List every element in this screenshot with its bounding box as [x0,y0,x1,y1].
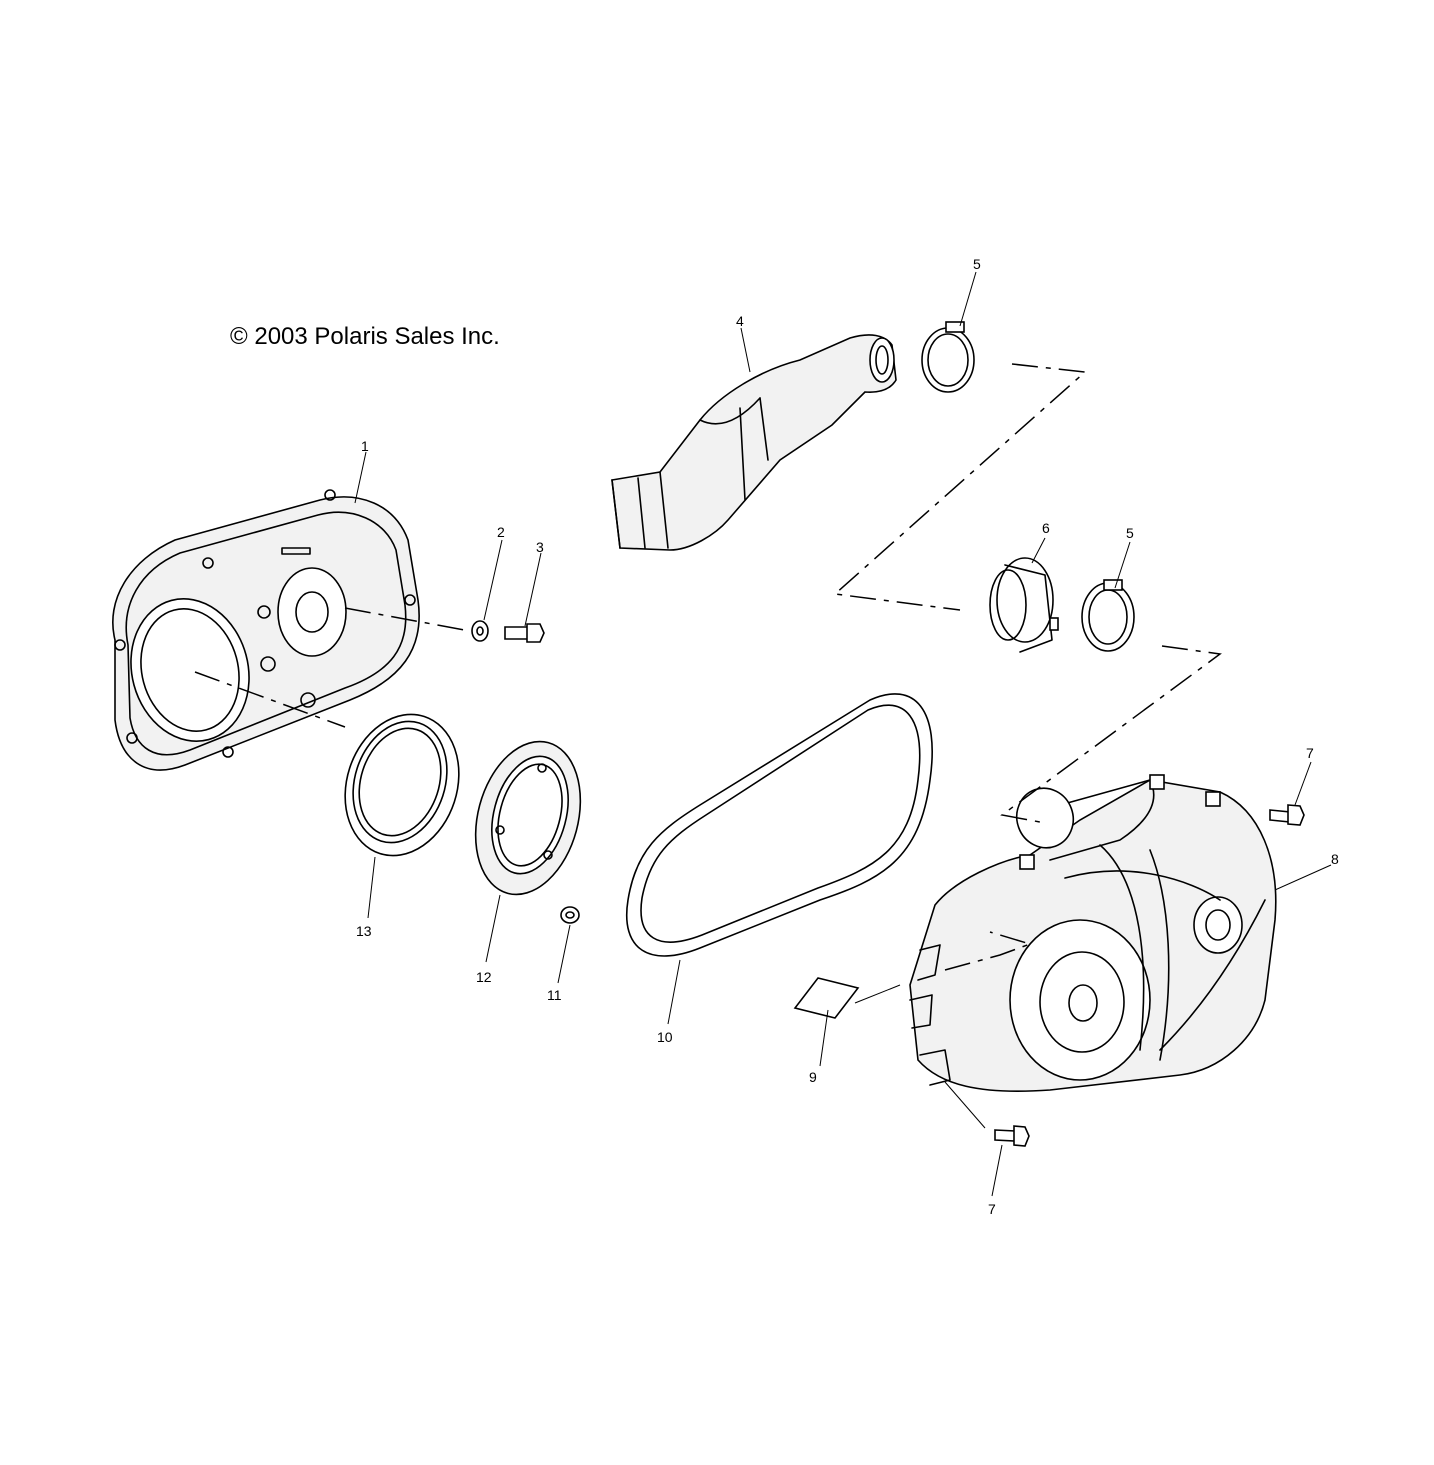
callout-1: 1 [361,438,369,454]
callout-6: 6 [1042,520,1050,536]
part-11-screw [560,906,580,924]
part-10-drive-belt [625,693,933,957]
callout-4: 4 [736,313,744,329]
assembly-lines [194,363,1222,823]
part-7-bolt-lower [994,1125,1030,1147]
callout-7-upper: 7 [1306,745,1314,761]
callout-10: 10 [657,1029,673,1045]
callout-5-top: 5 [973,256,981,272]
part-5-hose-clamp-mid [1081,579,1135,652]
part-1-inner-cover [112,489,420,771]
part-3-bolt [504,623,545,643]
part-6-coupler [989,557,1059,653]
callout-3: 3 [536,539,544,555]
callout-2: 2 [497,524,505,540]
part-9-label [793,977,860,1019]
part-2-washer [471,620,489,642]
part-8-outer-cover [909,774,1277,1093]
callout-8: 8 [1331,851,1339,867]
copyright-text: © 2003 Polaris Sales Inc. [230,323,500,350]
callout-labels: 1 2 3 4 5 5 6 7 7 8 9 10 11 12 13 [356,256,1339,1217]
part-12-plate [474,740,582,896]
leader-lines [354,271,1332,1197]
callout-5-mid: 5 [1126,525,1134,541]
callout-12: 12 [476,969,492,985]
part-5-hose-clamp-top [921,321,975,393]
callout-11: 11 [547,987,562,1003]
part-7-bolt-upper [1269,804,1305,826]
callout-13: 13 [356,923,372,939]
callout-7-lower: 7 [988,1201,996,1217]
callout-9: 9 [809,1069,817,1085]
part-13-seal [344,713,460,857]
part-4-intake-duct [611,334,897,551]
